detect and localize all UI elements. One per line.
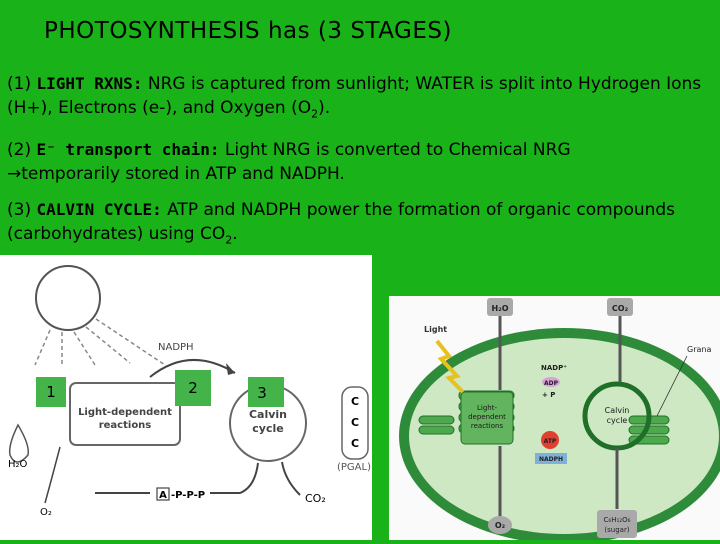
stage-box-3 [248, 377, 284, 407]
atp-right-label: ATP [544, 438, 557, 445]
light-dependent-label-1: Light-dependent [78, 407, 172, 418]
stage-box-1-label: 1 [46, 383, 56, 401]
light-label: Light [424, 325, 447, 334]
photosynthesis-overview-diagram: Light-dependent reactions NADPH Calvin c… [0, 255, 372, 540]
sugar-box [597, 510, 637, 538]
atp-box [156, 487, 170, 501]
plus-p-label: + P [542, 391, 555, 399]
stage-2-name: E⁻ transport chain: [36, 140, 220, 159]
sun-icon [35, 265, 101, 331]
light-rays [34, 318, 166, 366]
carbon-3: C [351, 437, 359, 450]
sugar-formula: C₆H₁₂O₆ [604, 516, 631, 524]
calvin-label-1: Calvin [249, 408, 287, 421]
calvin-label-2: cycle [252, 422, 283, 435]
nadph-arrowhead [226, 363, 235, 375]
co2-tab [607, 298, 633, 316]
calvin-right-label-2: cycle [607, 416, 628, 425]
overview-svg: Light-dependent reactions NADPH Calvin c… [8, 265, 371, 518]
atp-a-label: A [159, 490, 167, 501]
nadph-label: NADPH [158, 342, 194, 353]
chloroplast-svg: Light- dependent reactions Calvin cycle … [399, 298, 720, 544]
stage-1-text: (1) LIGHT RXNS: NRG is captured from sun… [7, 74, 702, 121]
o2-bubble [488, 516, 512, 534]
stage-box-3-label: 3 [257, 384, 267, 402]
chloroplast-diagram: Light- dependent reactions Calvin cycle … [389, 296, 720, 544]
pgal-box [341, 386, 369, 460]
h2o-label: H₂O [8, 459, 28, 470]
pgal-label: (PGAL) [337, 462, 371, 473]
stage-2-text: (2) E⁻ transport chain: Light NRG is con… [7, 140, 571, 184]
chloroplast-stroma [409, 338, 719, 534]
stage-box-2-label: 2 [188, 379, 198, 397]
co2-right-label: CO₂ [612, 304, 629, 313]
nadph-arrow [149, 359, 236, 378]
carbon-1: C [351, 395, 359, 408]
water-drop-icon [8, 423, 30, 463]
page-title: PHOTOSYNTHESIS has (3 STAGES) [44, 18, 452, 44]
ld-label-1: Light- [477, 404, 497, 412]
ld-label-3: reactions [471, 422, 504, 430]
ld-label-2: dependent [468, 413, 506, 421]
lightning-icon [435, 339, 465, 394]
o2-arrow [44, 446, 61, 504]
nadph-box-right [535, 453, 567, 464]
light-dependent-label-2: reactions [99, 420, 152, 431]
o2-label: O₂ [40, 507, 52, 518]
stage-1-name: LIGHT RXNS: [36, 74, 143, 93]
adp-bubble [542, 377, 560, 387]
atp-star-icon [541, 431, 559, 449]
stage-3-name: CALVIN CYCLE: [36, 200, 162, 219]
adp-label: ADP [544, 380, 559, 387]
sugar-label: (sugar) [604, 526, 629, 534]
light-dependent-block [460, 391, 514, 445]
atp-arrow [210, 462, 259, 494]
stage-box-2 [175, 370, 211, 406]
nadp-label: NADP⁺ [541, 364, 567, 372]
h2o-right-label: H₂O [492, 304, 509, 313]
grana-pointer [656, 355, 688, 417]
calvin-right-label-1: Calvin [605, 406, 630, 415]
grana-label: Grana [687, 345, 711, 354]
co2-label: CO₂ [305, 492, 326, 505]
nadph-right-label: NADPH [539, 456, 563, 463]
h2o-tab [487, 298, 513, 316]
stage-box-1 [36, 377, 66, 407]
o2-right-label: O₂ [495, 521, 506, 530]
carbon-2: C [351, 416, 359, 429]
co2-arrow [281, 461, 301, 496]
light-dependent-box [69, 382, 181, 446]
atp-ppp-label: -P-P-P [171, 490, 205, 501]
stage-3-text: (3) CALVIN CYCLE: ATP and NADPH power th… [7, 200, 676, 247]
arrow-right-icon: → [7, 164, 22, 184]
